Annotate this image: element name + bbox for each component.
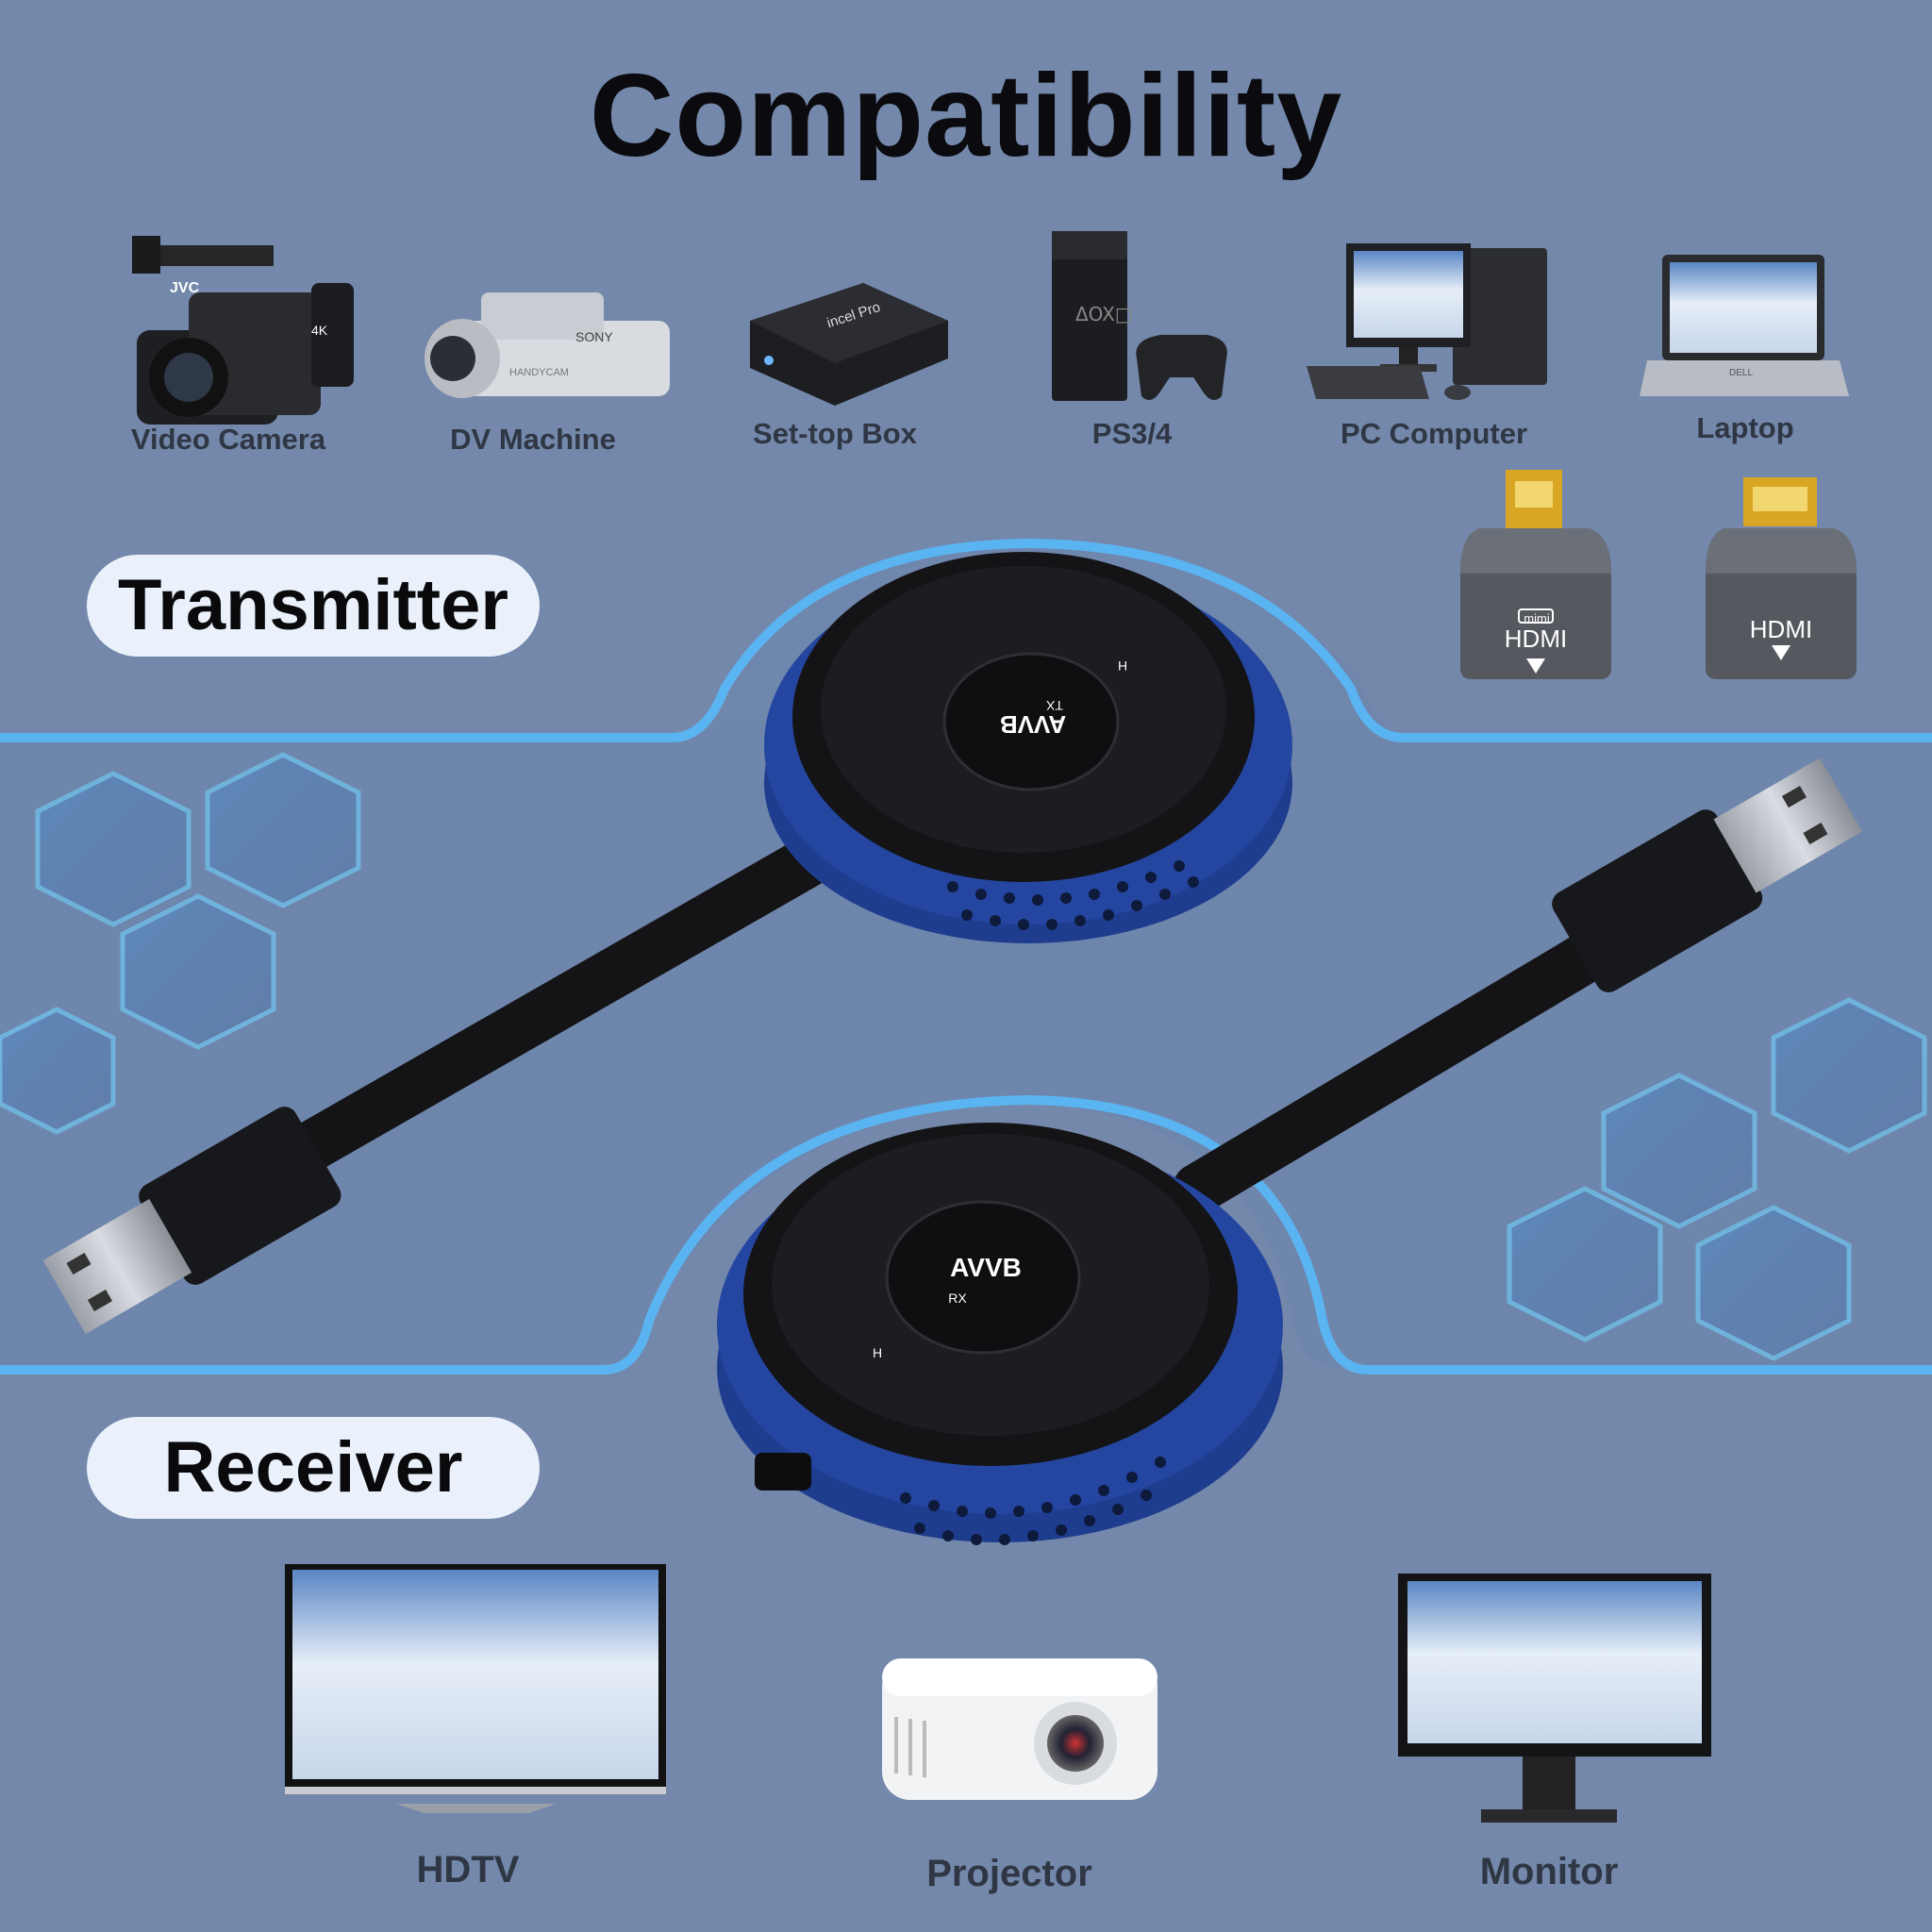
- tx-port-mark: H: [1117, 658, 1128, 674]
- standard-hdmi-adapter-image: [1706, 477, 1857, 679]
- ps4-image: ΔOX□: [1052, 231, 1227, 401]
- caption-video-camera: Video Camera: [130, 423, 326, 456]
- mini-adapter-label: HDMI: [1504, 625, 1568, 653]
- svg-text:4K: 4K: [311, 323, 328, 338]
- projector-image: [882, 1658, 1158, 1800]
- receiver-cable: [1173, 758, 1863, 1214]
- mini-hdmi-adapter-image: [1460, 470, 1611, 679]
- caption-dv-machine: DV Machine: [450, 423, 616, 456]
- caption-set-top-box: Set-top Box: [753, 417, 917, 450]
- transmitter-puck: [764, 552, 1292, 943]
- caption-laptop: Laptop: [1696, 411, 1794, 444]
- std-adapter-label: HDMI: [1749, 615, 1813, 643]
- monitor-image: [1398, 1574, 1711, 1823]
- caption-pc-computer: PC Computer: [1340, 417, 1528, 450]
- page-title: Compatibility: [589, 51, 1343, 181]
- transmitter-cable: [42, 824, 856, 1334]
- hex-background-band: [0, 547, 1932, 1368]
- caption-hdtv: HDTV: [416, 1849, 520, 1890]
- caption-monitor: Monitor: [1479, 1851, 1619, 1892]
- tx-brand-logo: AVVB: [999, 710, 1067, 739]
- receiver-label: Receiver: [87, 1417, 540, 1519]
- caption-ps34: PS3/4: [1091, 417, 1173, 450]
- laptop-image: DELL: [1640, 255, 1849, 396]
- mini-adapter-top-label: mimi: [1524, 611, 1550, 625]
- rx-port-mark: H: [872, 1345, 883, 1360]
- dv-machine-image: SONY HANDYCAM: [425, 292, 670, 398]
- receiver-puck: [717, 1123, 1283, 1545]
- hdtv-image: [285, 1564, 666, 1813]
- svg-text:SONY: SONY: [575, 329, 613, 344]
- video-camera-image: JVC 4K: [132, 236, 354, 425]
- tx-code: TX: [1046, 698, 1063, 713]
- glow-outline: [0, 538, 1932, 1374]
- svg-text:JVC: JVC: [170, 280, 200, 296]
- svg-text:DELL: DELL: [1729, 368, 1753, 378]
- svg-text:ΔOX□: ΔOX□: [1075, 303, 1133, 325]
- rx-brand-logo: AVVB: [950, 1253, 1022, 1282]
- pc-computer-image: [1307, 243, 1547, 400]
- caption-projector: Projector: [926, 1853, 1092, 1894]
- rx-code: RX: [948, 1291, 967, 1306]
- set-top-box-image: incel Pro: [750, 283, 948, 406]
- transmitter-label: Transmitter: [87, 555, 540, 657]
- svg-text:HANDYCAM: HANDYCAM: [509, 367, 569, 378]
